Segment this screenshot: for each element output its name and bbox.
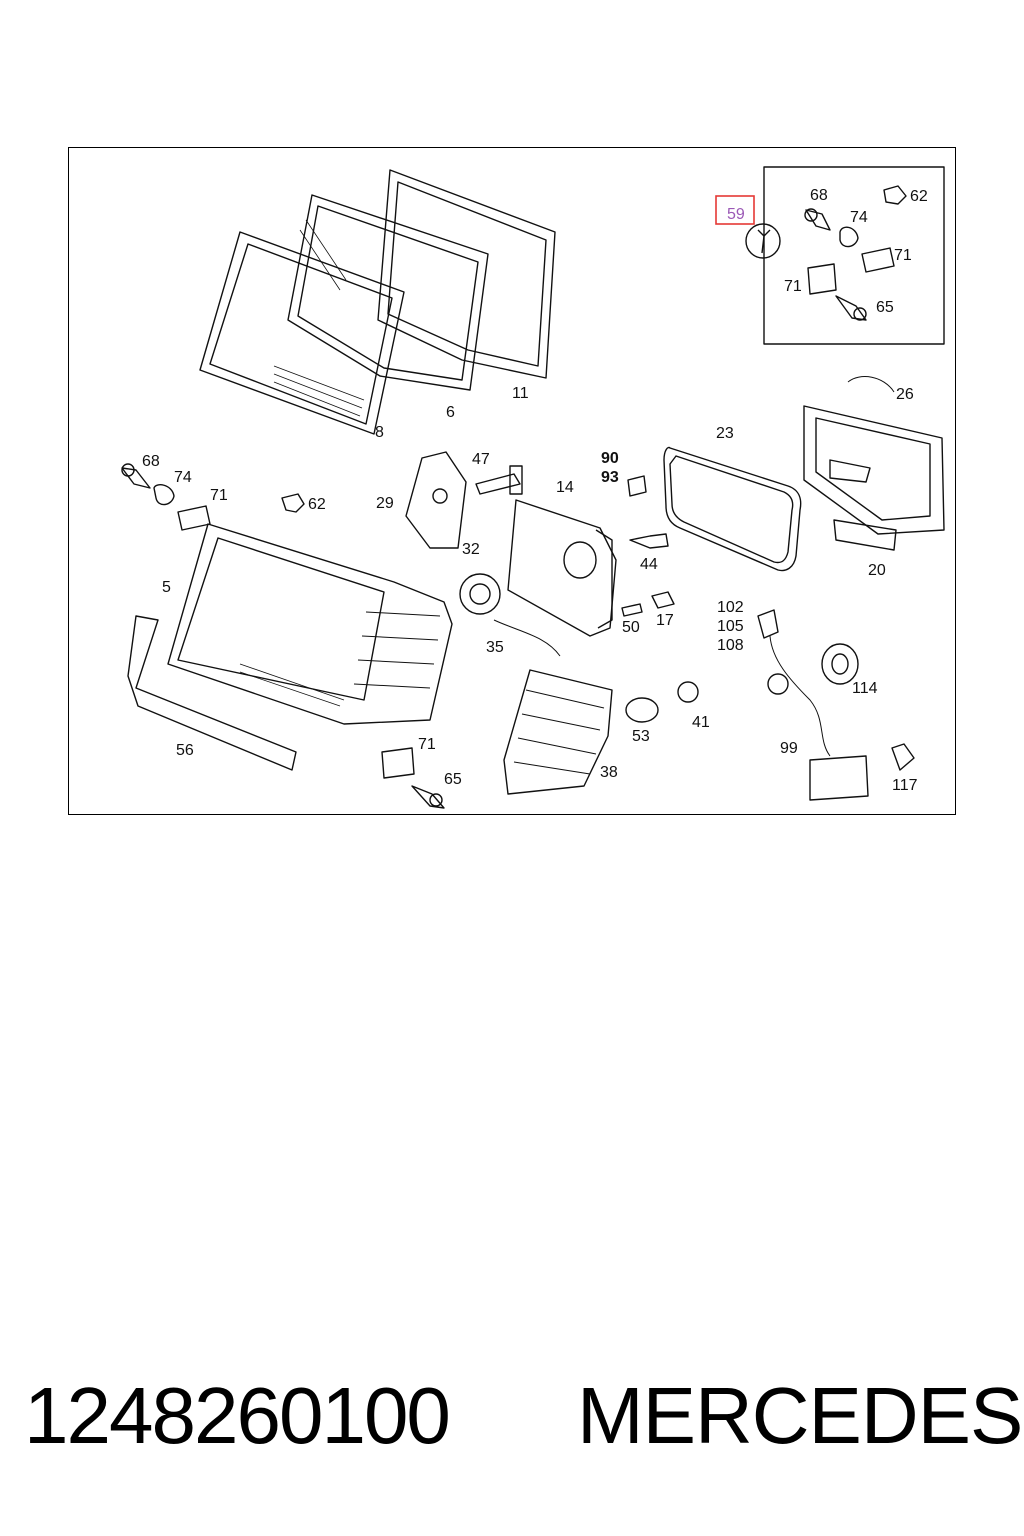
label-56: 56 [176,742,194,759]
inset-box [763,166,945,345]
part-number: 1248260100 [24,1371,451,1460]
brand-name: MERCEDES [577,1371,1023,1460]
label-14: 14 [556,479,574,496]
inset-parts [804,185,907,321]
label-20: 20 [868,562,886,579]
label-102: 102 [717,599,744,616]
label-65a: 65 [876,299,894,316]
label-62a: 62 [910,188,928,205]
socket-90 [627,475,647,497]
label-99: 99 [780,740,798,757]
lens-frame-6 [287,194,489,391]
diagram-labels: 68 62 74 71 71 65 26 11 6 8 23 90 93 47 … [142,187,928,794]
label-29: 29 [376,495,394,512]
label-53: 53 [632,728,650,745]
label-5: 5 [162,579,171,596]
label-41: 41 [692,714,710,731]
label-117: 117 [892,777,918,794]
bulb-117 [891,743,915,771]
label-17: 17 [656,612,674,629]
label-11: 11 [512,385,529,402]
diagram-frame [68,147,956,815]
reflector-29 [405,451,467,549]
housing-20 [803,405,945,551]
label-93: 93 [601,469,619,486]
footer: 1248260100 MERCEDES [0,1370,1024,1470]
label-38: 38 [600,764,618,781]
label-32: 32 [462,541,480,558]
label-68b: 68 [142,453,160,470]
bottom-fasteners [381,747,445,809]
socket-41 [677,681,699,703]
label-71d: 71 [418,736,436,753]
label-47: 47 [472,451,490,468]
bulb-50-17 [621,591,675,617]
wire-26 [847,376,895,393]
lens-glass-11 [377,169,556,379]
label-114: 114 [852,680,878,697]
reflector-14 [507,499,617,637]
label-90: 90 [601,450,619,467]
label-71b: 71 [784,278,802,295]
label-62b: 62 [308,496,326,513]
label-44: 44 [640,556,658,573]
label-8: 8 [375,424,384,441]
bracket-56 [127,615,297,771]
label-23: 23 [716,425,734,442]
label-71a: 71 [894,247,912,264]
label-108: 108 [717,637,744,654]
label-74b: 74 [174,469,192,486]
label-71c: 71 [210,487,228,504]
label-50: 50 [622,619,640,636]
label-6: 6 [446,404,455,421]
wrench-icon [745,223,781,259]
label-59[interactable]: 59 [727,206,745,223]
label-74a: 74 [850,209,868,226]
gasket-23 [663,446,802,572]
label-105: 105 [717,618,744,635]
bulb-47 [475,465,523,495]
lens-8 [199,231,405,435]
label-68a: 68 [810,187,828,204]
cap-35 [459,573,561,657]
headlamp-5 [167,523,453,725]
highlight-box[interactable] [715,195,755,225]
bulb-44 [629,533,669,549]
bulb-53 [625,697,659,723]
grommet-114 [821,643,859,685]
indicator-38 [503,669,613,795]
label-26: 26 [896,386,914,403]
wiring-99 [757,609,869,801]
label-35: 35 [486,639,504,656]
label-65b: 65 [444,771,462,788]
